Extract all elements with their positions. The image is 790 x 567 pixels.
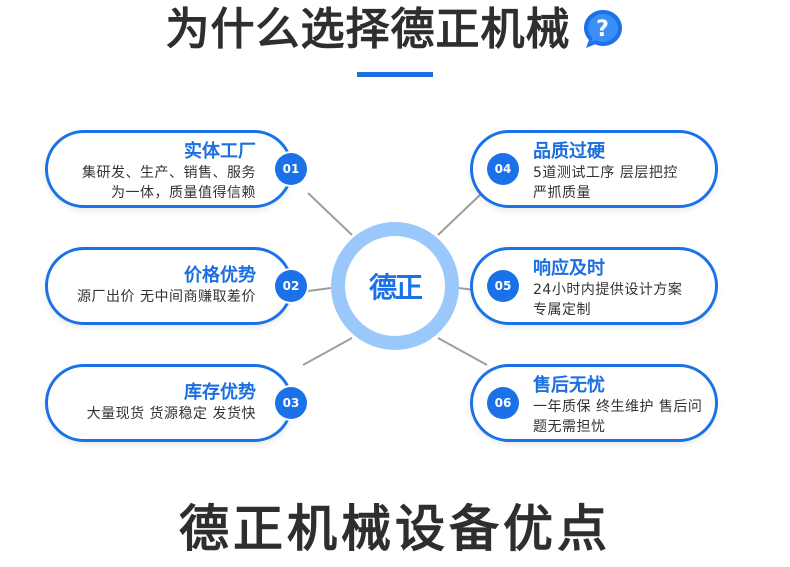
connector-04 <box>437 192 483 236</box>
number-badge: 01 <box>275 153 307 185</box>
number-badge: 04 <box>487 153 519 185</box>
number-badge: 05 <box>487 270 519 302</box>
card-desc-line: 集研发、生产、销售、服务 <box>82 165 256 181</box>
card-desc-line: 一年质保 终生维护 售后问 <box>533 399 703 415</box>
logo-text: 德正 <box>369 271 423 304</box>
card-title: 价格优势 <box>184 265 256 286</box>
connector-06 <box>437 337 488 366</box>
card-desc-line: 题无需担忧 <box>533 419 606 435</box>
company-logo: 德正 <box>369 271 425 304</box>
card-price: 价格优势 源厂出价 无中间商赚取差价 02 <box>45 247 307 325</box>
card-title: 实体工厂 <box>184 141 256 162</box>
card-title: 品质过硬 <box>533 141 605 162</box>
card-title: 售后无忧 <box>533 375 605 396</box>
card-inventory: 库存优势 大量现货 货源稳定 发货快 03 <box>45 364 307 442</box>
number-badge: 03 <box>275 387 307 419</box>
number-badge: 02 <box>275 270 307 302</box>
connector-01 <box>307 192 353 236</box>
card-title: 库存优势 <box>184 382 256 403</box>
page-title-text: 为什么选择德正机械 <box>165 4 571 55</box>
card-desc-line: 24小时内提供设计方案 <box>533 282 683 298</box>
card-desc-line: 源厂出价 无中间商赚取差价 <box>77 289 256 305</box>
card-desc-line: 5道测试工序 层层把控 <box>533 165 678 181</box>
card-desc-line: 专属定制 <box>533 302 591 318</box>
connector-03 <box>302 337 353 366</box>
card-desc-line: 严抓质量 <box>533 185 591 201</box>
center-logo-hub: 德正 <box>331 222 459 350</box>
card-title: 响应及时 <box>533 258 605 279</box>
card-quality: 04 品质过硬 5道测试工序 层层把控 严抓质量 <box>470 130 718 208</box>
card-after-sales: 06 售后无忧 一年质保 终生维护 售后问 题无需担忧 <box>470 364 718 442</box>
page-title: 为什么选择德正机械 ? <box>0 2 790 58</box>
section-subtitle: 德正机械设备优点 <box>179 500 611 558</box>
svg-text:?: ? <box>596 17 610 42</box>
connector-02 <box>307 287 332 292</box>
number-badge: 06 <box>487 387 519 419</box>
card-desc-line: 为一体，质量值得信赖 <box>111 185 256 201</box>
question-bubble-icon: ? <box>581 7 625 51</box>
card-factory: 实体工厂 集研发、生产、销售、服务 为一体，质量值得信赖 01 <box>45 130 307 208</box>
card-desc-line: 大量现货 货源稳定 发货快 <box>86 406 256 422</box>
card-response: 05 响应及时 24小时内提供设计方案 专属定制 <box>470 247 718 325</box>
title-underline <box>357 72 433 77</box>
